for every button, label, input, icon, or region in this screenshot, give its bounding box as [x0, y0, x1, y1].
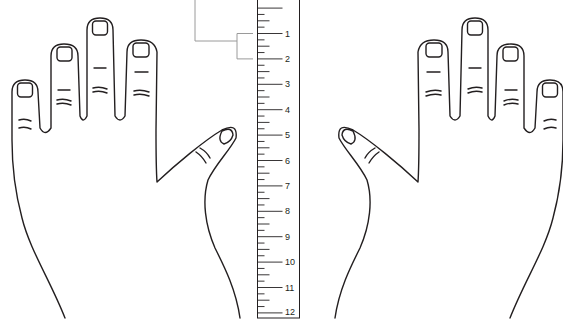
ruler-tick [258, 179, 265, 180]
ruler-tick [258, 109, 283, 110]
ruler-tick [258, 58, 283, 59]
ruler-tick [258, 20, 270, 21]
ruler-tick [258, 173, 270, 174]
ruler-tick [258, 97, 270, 98]
ruler-tick [258, 103, 265, 104]
ruler-tick [258, 52, 265, 53]
ruler-tick [258, 27, 265, 28]
ruler [258, 0, 300, 318]
ruler-tick [258, 192, 265, 193]
ruler-tick [258, 122, 270, 123]
ruler-tick [258, 211, 283, 212]
ruler-tick [258, 274, 270, 275]
bracket-leader [195, 0, 253, 59]
ruler-tick [258, 236, 283, 237]
ruler-number: 2 [285, 53, 290, 65]
ruler-number: 1 [285, 28, 290, 40]
ruler-number: 3 [285, 78, 290, 90]
ruler-number: 10 [285, 256, 295, 268]
ruler-tick [258, 141, 265, 142]
ruler-number: 8 [285, 205, 290, 217]
ruler-number: 4 [285, 104, 290, 116]
ruler-number: 9 [285, 231, 290, 243]
ruler-tick [258, 217, 265, 218]
right-hand [335, 18, 563, 318]
ruler-tick [258, 293, 265, 294]
ruler-tick [258, 116, 265, 117]
ruler-tick [258, 300, 270, 301]
ruler-tick [258, 46, 270, 47]
ruler-number: 7 [285, 180, 290, 192]
ruler-tick [258, 154, 265, 155]
ruler-tick [258, 166, 265, 167]
ruler-tick [258, 243, 265, 244]
ruler-tick [258, 8, 283, 9]
ruler-tick [258, 312, 283, 313]
ruler-tick [258, 160, 283, 161]
ruler-tick [258, 65, 265, 66]
ruler-ticks [258, 8, 283, 313]
ruler-number: 12 [285, 306, 295, 318]
ruler-tick [258, 262, 283, 263]
ruler-tick [258, 84, 283, 85]
ruler-tick [258, 135, 283, 136]
ruler-tick [258, 255, 265, 256]
ruler-tick [258, 77, 265, 78]
ruler-tick [258, 39, 265, 40]
ruler-tick [258, 268, 265, 269]
ruler-tick [258, 198, 270, 199]
ruler-tick [258, 287, 283, 288]
ruler-tick [258, 281, 265, 282]
ruler-tick [258, 33, 283, 34]
ruler-number: 5 [285, 129, 290, 141]
ruler-tick [258, 71, 270, 72]
ruler-tick [258, 224, 270, 225]
ruler-tick [258, 230, 265, 231]
ruler-tick [258, 185, 283, 186]
ruler-number: 11 [285, 282, 294, 294]
ruler-tick [258, 147, 270, 148]
ruler-tick [258, 90, 265, 91]
ruler-tick [258, 204, 265, 205]
ruler-tick [258, 306, 265, 307]
left-hand [12, 18, 240, 318]
ruler-tick [258, 128, 265, 129]
ruler-number: 6 [285, 155, 290, 167]
ruler-tick [258, 14, 265, 15]
ruler-tick [258, 249, 270, 250]
